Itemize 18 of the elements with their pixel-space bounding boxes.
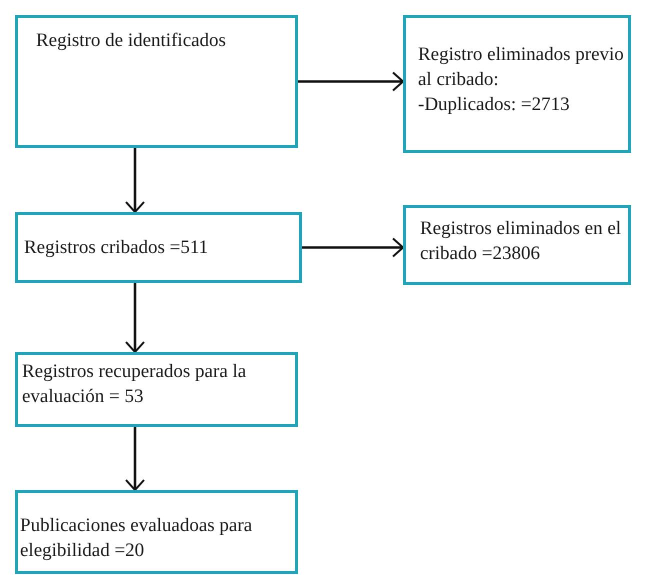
process-box — [15, 490, 298, 574]
arrow — [125, 427, 145, 491]
arrow — [125, 283, 145, 353]
box-text: -Duplicados: =2713 — [418, 93, 571, 117]
process-box — [15, 352, 298, 427]
process-box — [403, 205, 631, 285]
process-box — [15, 15, 298, 148]
process-box — [15, 212, 302, 283]
box-text: Registros recuperados para la evaluación = 53 — [22, 360, 248, 409]
box-text: Publicaciones evaluadoas para elegibilidad =20 — [20, 514, 254, 563]
box-text: Registro de identificados — [36, 29, 227, 53]
box-text: Registros eliminados en el cribado =23806 — [420, 217, 622, 266]
box-text: Registros cribados =511 — [24, 236, 210, 260]
box-text: Registro eliminados previo al cribado: — [418, 43, 625, 92]
process-box — [403, 15, 631, 153]
arrow — [125, 148, 145, 213]
arrow — [298, 72, 404, 92]
arrow — [302, 238, 404, 258]
